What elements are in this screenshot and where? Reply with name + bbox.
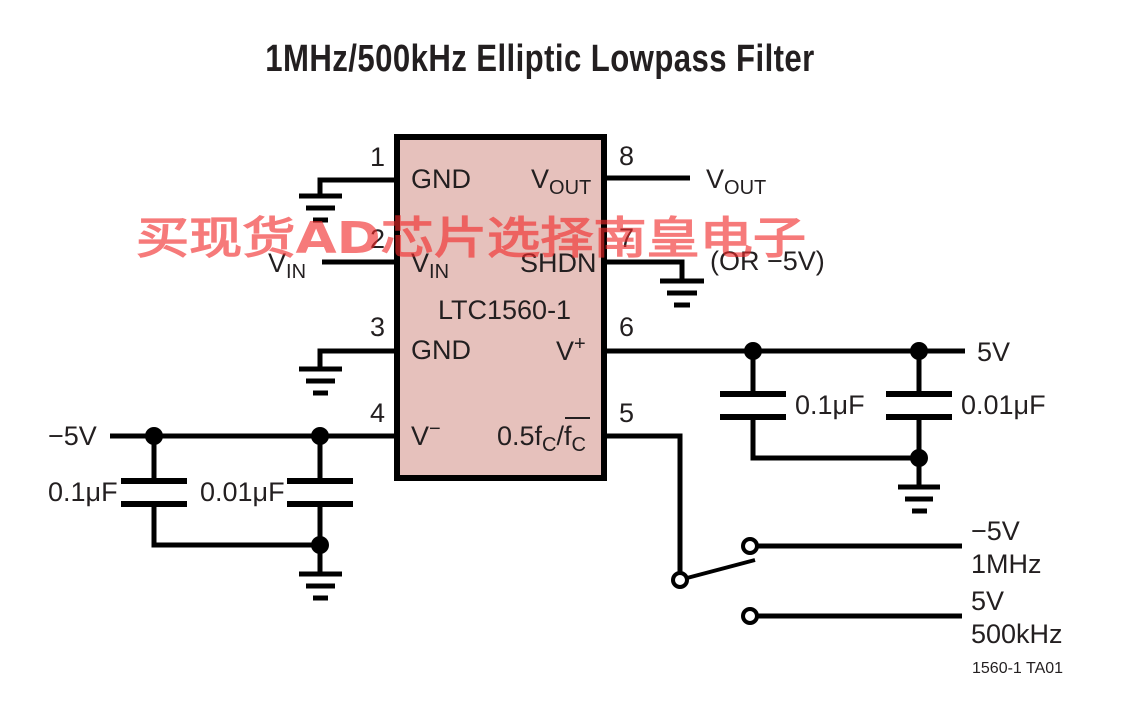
pin-number-4: 4 (370, 398, 385, 428)
ground-icon (299, 571, 342, 601)
pin-name-8: VOUT (531, 164, 591, 199)
pin-2: 2 VIN VIN (268, 224, 449, 283)
pin-name-1: GND (411, 164, 471, 194)
pin-number-2: 2 (370, 224, 385, 254)
ground-icon (898, 484, 940, 514)
pin-number-6: 6 (619, 312, 634, 342)
junction-dot (311, 536, 329, 554)
pin-name-4: V− (411, 418, 441, 451)
vin-label: VIN (268, 248, 306, 283)
pin-number-3: 3 (370, 312, 385, 342)
pin-5-wire (604, 433, 683, 572)
pin-number-5: 5 (619, 398, 634, 428)
pin-name-5: 0.5fC/fC (497, 421, 586, 456)
junction-dot (910, 449, 928, 467)
pin-1-wire (317, 177, 397, 196)
capacitor-icon (720, 351, 919, 461)
vout-label: VOUT (706, 164, 766, 199)
pin-4: 4 V− −5V 0.1μF 0.01μF (48, 398, 441, 601)
pin-6: 6 V+ 5V 0.1μF 0.01μF (556, 312, 1046, 514)
capacitor-icon (886, 351, 952, 487)
part-number: LTC1560-1 (438, 295, 571, 325)
ground-icon (299, 193, 342, 223)
neg-supply-label: −5V (48, 421, 97, 451)
pin-name-7: SHDN (520, 248, 597, 278)
pin-name-6: V+ (556, 333, 586, 366)
capacitor-icon (121, 436, 320, 548)
pin-5: 5 0.5fC/fC −5V 1MHz 5V 500kHz (497, 398, 1063, 649)
pin-name-3: GND (411, 335, 471, 365)
pin-7: 7 SHDN (OR −5V) (520, 223, 825, 308)
switch-option-1-voltage: −5V (971, 516, 1020, 546)
pin-name-2: VIN (411, 248, 449, 283)
pin-1: 1 GND (299, 142, 471, 223)
switch-icon (671, 537, 962, 625)
pos-supply-label: 5V (977, 337, 1010, 367)
shdn-note: (OR −5V) (710, 246, 825, 276)
switch-option-1-freq: 1MHz (971, 549, 1042, 579)
ground-icon (299, 366, 342, 396)
figure-id: 1560-1 TA01 (972, 660, 1063, 677)
cap-pos-large-label: 0.1μF (795, 390, 865, 420)
switch-option-2-freq: 500kHz (971, 619, 1063, 649)
cap-pos-small-label: 0.01μF (961, 390, 1046, 420)
ground-icon (660, 278, 704, 308)
cap-neg-small-label: 0.01μF (200, 477, 285, 507)
pin-3-wire (317, 348, 397, 369)
pin-number-7: 7 (619, 223, 634, 253)
pin-number-1: 1 (370, 142, 385, 172)
pin-8: 8 VOUT VOUT (531, 141, 766, 199)
pin-number-8: 8 (619, 141, 634, 171)
cap-neg-large-label: 0.1μF (48, 477, 118, 507)
switch-option-2-voltage: 5V (971, 586, 1004, 616)
pin-3: 3 GND (299, 312, 471, 396)
pin-7-wire (604, 259, 685, 281)
ic-body (394, 134, 607, 481)
watermark-text: 买现货AD芯片选择南皇电子 (136, 213, 806, 264)
diagram-title: 1MHz/500kHz Elliptic Lowpass Filter (265, 38, 815, 80)
